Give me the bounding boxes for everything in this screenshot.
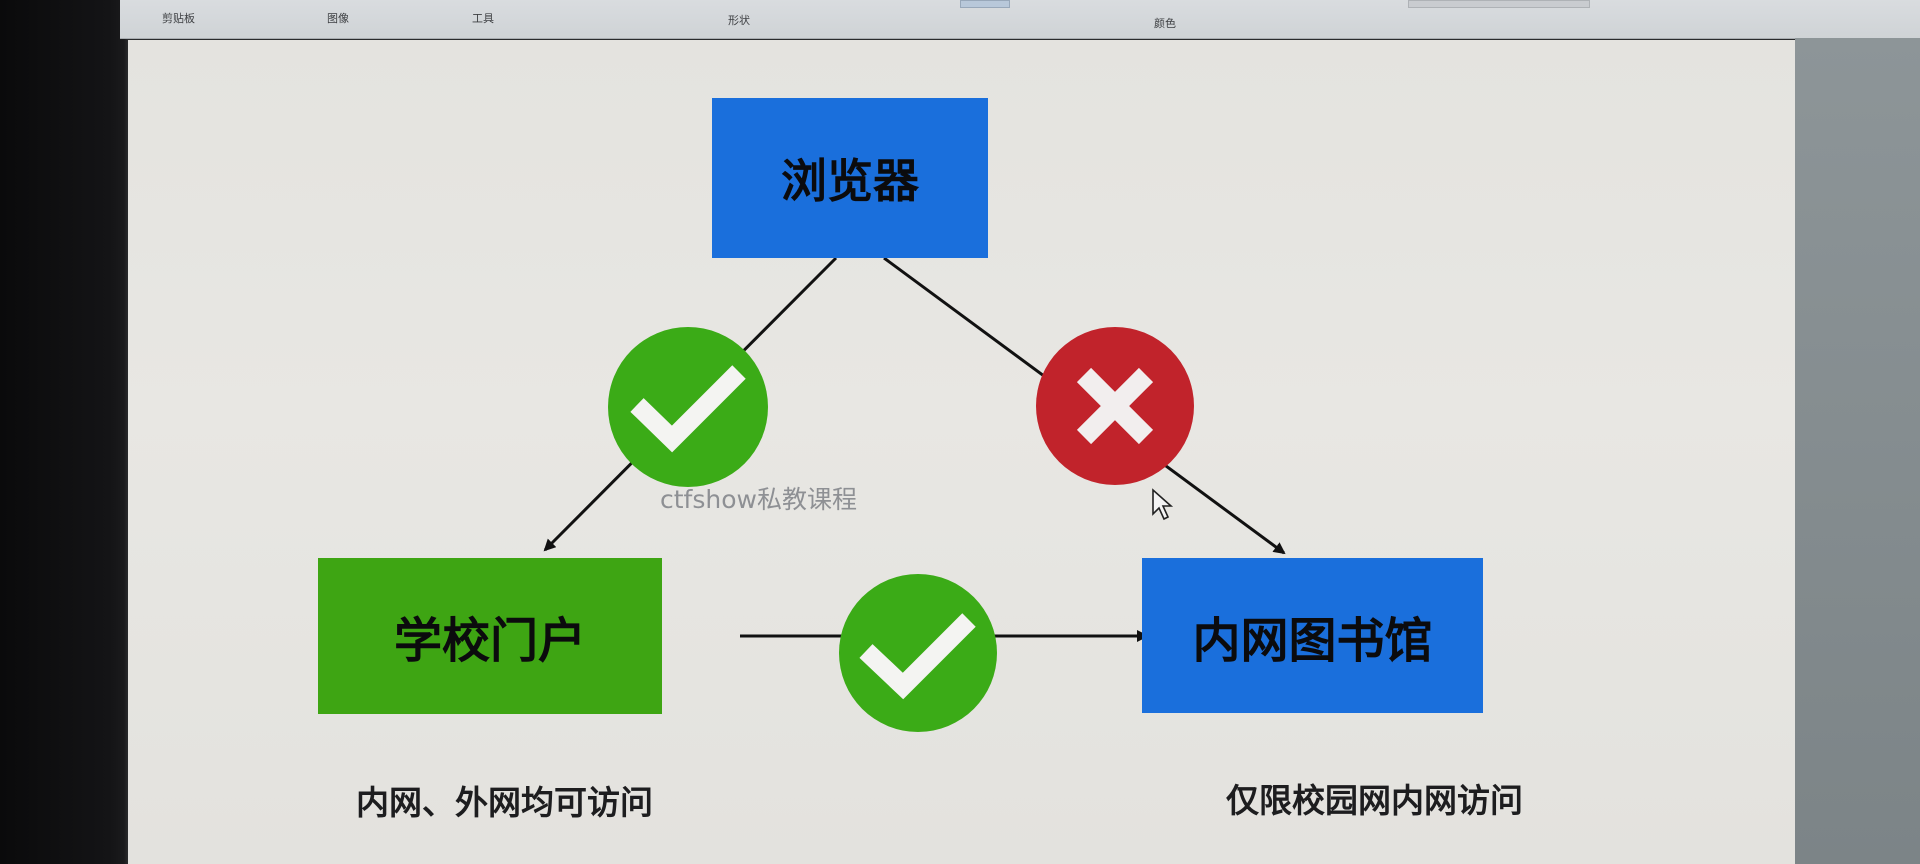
ribbon-group-colors[interactable]: 颜色	[1154, 17, 1176, 30]
selected-shape-tile[interactable]	[960, 0, 1010, 8]
check-icon	[608, 327, 768, 487]
browser-node-label: 浏览器	[781, 154, 919, 208]
ribbon-group-clipboard[interactable]: 剪贴板	[162, 12, 195, 25]
ribbon-group-shapes[interactable]: 形状	[728, 14, 750, 27]
workspace-background	[1795, 38, 1920, 864]
color-palette-strip[interactable]	[1408, 0, 1590, 8]
intranet-library-node: 内网图书馆	[1142, 558, 1483, 713]
watermark-text: ctfshow私教课程	[660, 485, 857, 514]
browser-node: 浏览器	[712, 98, 988, 258]
cross-icon	[1036, 327, 1194, 485]
school-portal-node-label: 学校门户	[393, 613, 586, 669]
ribbon-toolbar: 剪贴板 图像 工具 形状 颜色	[120, 0, 1920, 39]
portal-access-caption: 内网、外网均可访问	[356, 783, 653, 822]
intranet-library-node-label: 内网图书馆	[1192, 612, 1433, 669]
diagram-connectors	[543, 256, 1286, 732]
mouse-cursor-icon	[1152, 488, 1174, 521]
school-portal-node: 学校门户	[318, 558, 662, 714]
check-icon	[839, 574, 997, 732]
ribbon-group-tools[interactable]: 工具	[472, 12, 494, 25]
ribbon-group-image[interactable]: 图像	[327, 12, 349, 25]
paint-canvas[interactable]: 浏览器 学校门户 内网图书馆 ctfshow私教课程 内网、外网均可访问 仅限校…	[128, 40, 1795, 864]
library-access-caption: 仅限校园网内网访问	[1226, 781, 1523, 820]
